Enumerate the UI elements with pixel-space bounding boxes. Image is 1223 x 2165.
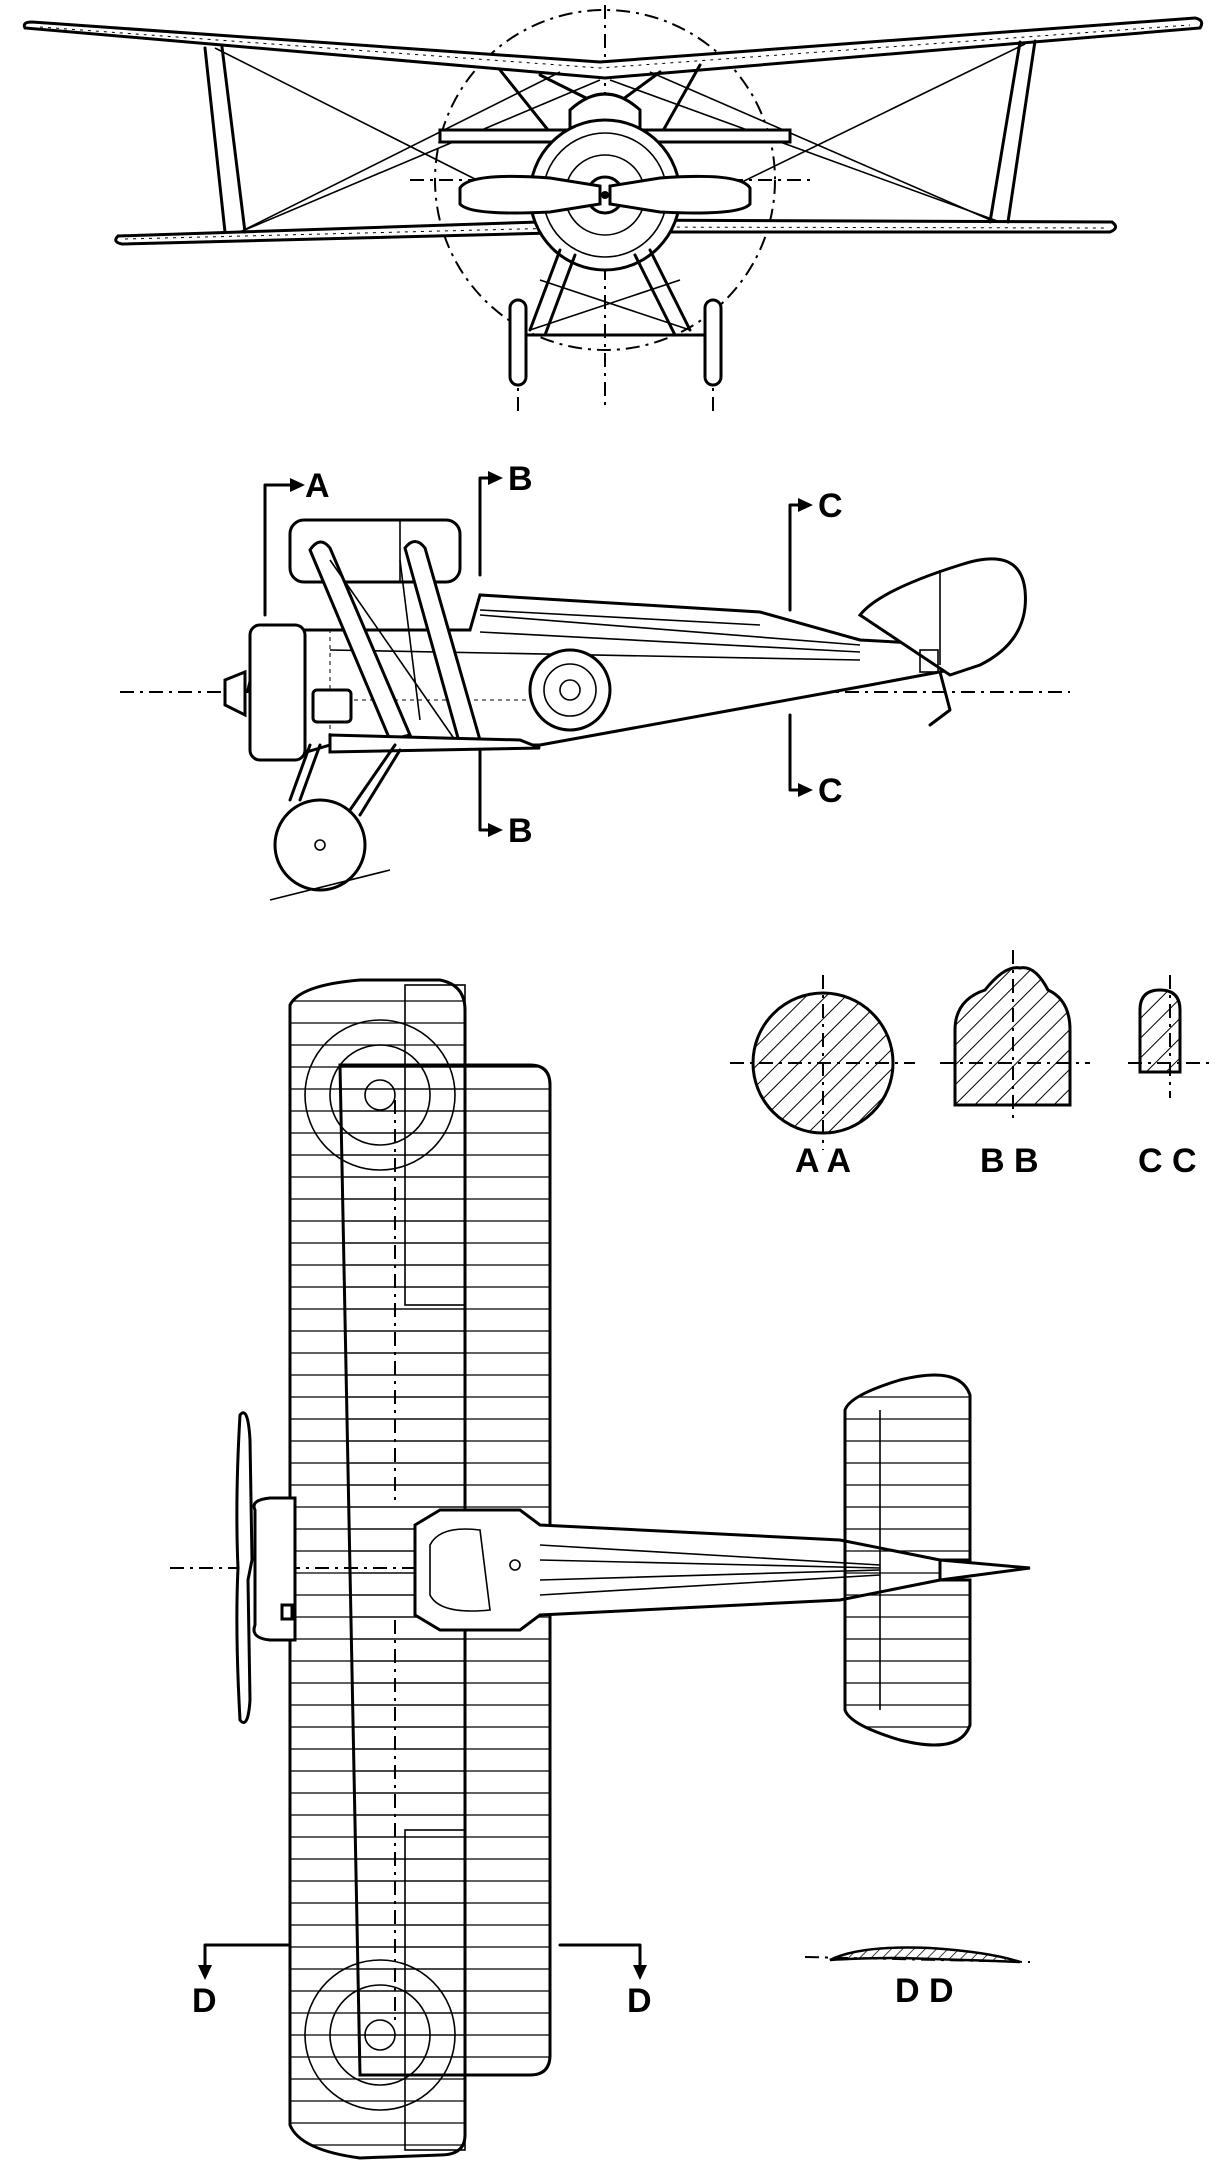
section-mark-d-left: D bbox=[192, 1943, 292, 2020]
svg-text:D D: D D bbox=[895, 1972, 954, 2010]
section-mark-b-top: B bbox=[478, 460, 533, 577]
front-upper-wing bbox=[22, 16, 1204, 80]
section-dd: D D bbox=[804, 1946, 1031, 2010]
side-view: A B B C C bbox=[120, 460, 1070, 901]
section-mark-b-bottom: B bbox=[478, 748, 533, 850]
side-interplane-struts bbox=[308, 540, 413, 742]
front-undercarriage bbox=[508, 248, 723, 387]
plan-propeller bbox=[235, 1411, 254, 1724]
svg-text:B: B bbox=[508, 812, 533, 850]
plan-view: D D bbox=[170, 978, 1031, 2160]
svg-text:B B: B B bbox=[980, 1142, 1039, 1180]
front-propeller bbox=[458, 174, 602, 215]
plan-roundel-bottom bbox=[304, 1959, 456, 2111]
side-wheel bbox=[273, 798, 367, 892]
cross-sections: A A B B C C D D bbox=[730, 950, 1215, 2010]
front-interplane-struts bbox=[203, 39, 1037, 234]
side-tail-fin bbox=[857, 557, 1027, 677]
svg-text:B: B bbox=[508, 460, 533, 498]
plan-roundel-top bbox=[304, 1019, 456, 1171]
svg-text:C: C bbox=[818, 772, 843, 810]
front-fuselage bbox=[438, 63, 792, 272]
svg-text:A: A bbox=[305, 467, 330, 505]
side-roundel bbox=[528, 648, 612, 732]
propeller-disc bbox=[434, 9, 776, 351]
section-aa: A A bbox=[730, 975, 915, 1180]
front-view bbox=[22, 5, 1204, 415]
svg-text:C: C bbox=[818, 487, 843, 525]
svg-text:C C: C C bbox=[1138, 1142, 1197, 1180]
section-cc: C C bbox=[1128, 975, 1215, 1180]
section-mark-c-top: C bbox=[788, 487, 843, 612]
section-mark-a-top: A bbox=[263, 467, 330, 617]
svg-text:D: D bbox=[627, 1982, 652, 2020]
section-mark-c-bottom: C bbox=[788, 713, 843, 810]
svg-text:D: D bbox=[192, 1982, 217, 2020]
svg-text:A A: A A bbox=[795, 1142, 851, 1180]
section-bb: B B bbox=[940, 950, 1090, 1180]
section-mark-d-right: D bbox=[558, 1943, 652, 2020]
